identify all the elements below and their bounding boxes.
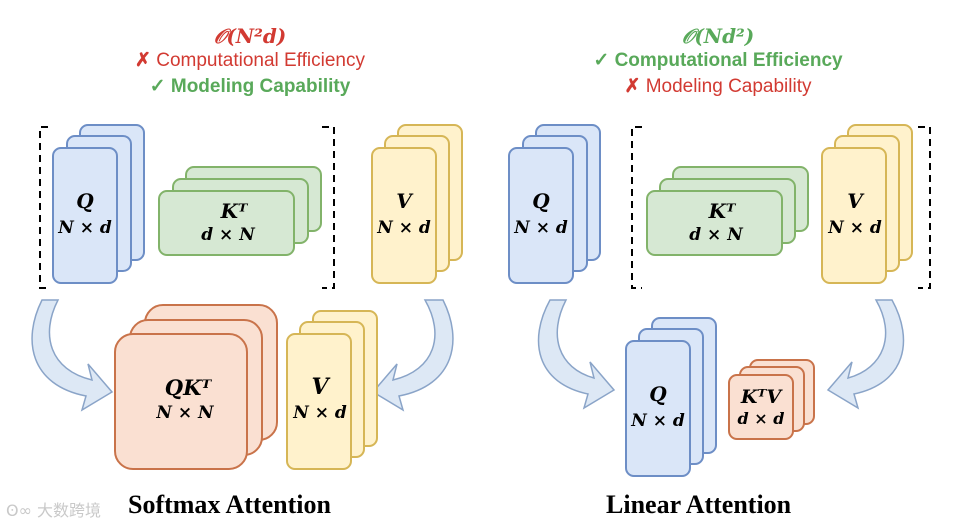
watermark-text: 大数跨境 <box>37 501 102 520</box>
blue-block <box>52 147 118 284</box>
linear-q-stack: Q N × d <box>508 124 601 284</box>
linear-k-dims: d × N <box>689 225 744 245</box>
check-icon: ✓ <box>593 50 610 71</box>
linear-bracket-left <box>631 126 642 289</box>
softmax-v-dims: N × d <box>376 218 431 238</box>
linear-q-label: Q <box>532 189 550 213</box>
check-icon: ✓ <box>149 76 166 97</box>
yellow-block <box>286 333 352 470</box>
softmax-v-out-stack: V N × d <box>286 310 378 470</box>
softmax-k-stack: Kᵀ d × N <box>158 166 322 256</box>
cross-icon: ✗ <box>135 50 151 71</box>
linear-capability-line: ✗ Modeling Capability <box>558 74 878 100</box>
softmax-k-dims: d × N <box>201 225 256 245</box>
watermark-logo: ʘ∞ 大数跨境 <box>6 497 101 521</box>
linear-kv-dims: d × d <box>738 409 785 428</box>
softmax-bracket-left <box>39 126 48 289</box>
softmax-qk-label: QKᵀ <box>165 375 213 400</box>
green-block <box>646 190 783 256</box>
softmax-v-stack: V N × d <box>371 124 463 284</box>
softmax-capability-text: Modeling Capability <box>170 76 351 97</box>
linear-bracket-right <box>918 126 931 289</box>
linear-title: Linear Attention <box>606 490 792 519</box>
linear-efficiency-text: Computational Efficiency <box>614 50 843 71</box>
linear-v-label: V <box>847 189 865 213</box>
softmax-efficiency-line: ✗ Computational Efficiency <box>90 48 410 74</box>
softmax-q-dims: N × d <box>57 218 112 238</box>
orange-block <box>114 333 248 470</box>
softmax-v-out-dims: N × d <box>292 403 347 423</box>
green-block <box>158 190 295 256</box>
softmax-bracket-right <box>322 126 335 289</box>
linear-k-stack: Kᵀ d × N <box>646 166 809 256</box>
softmax-qk-stack: QKᵀ N × N <box>114 304 278 470</box>
linear-kv-stack: KᵀV d × d <box>728 359 815 440</box>
blue-block <box>508 147 574 284</box>
linear-arrow-left <box>537 299 616 410</box>
softmax-qk-dims: N × N <box>155 403 215 423</box>
softmax-efficiency-text: Computational Efficiency <box>156 50 365 71</box>
softmax-q-stack: Q N × d <box>52 124 145 284</box>
linear-capability-text: Modeling Capability <box>645 76 812 97</box>
softmax-header: 𝒪(N²d) ✗ Computational Efficiency ✓ Mode… <box>90 24 410 100</box>
softmax-title: Softmax Attention <box>128 490 331 519</box>
linear-header: 𝒪(Nd²) ✓ Computational Efficiency ✗ Mode… <box>558 24 878 100</box>
orange-block <box>728 374 794 440</box>
yellow-block <box>821 147 887 284</box>
linear-complexity: 𝒪(Nd²) <box>681 24 755 48</box>
linear-efficiency-line: ✓ Computational Efficiency <box>558 48 878 74</box>
linear-v-stack: V N × d <box>821 124 913 284</box>
softmax-v-label: V <box>396 189 414 213</box>
watermark-icon: ʘ∞ <box>6 501 32 520</box>
softmax-capability-line: ✓ Modeling Capability <box>90 74 410 100</box>
linear-v-dims: N × d <box>827 218 882 238</box>
softmax-k-label: Kᵀ <box>220 199 249 223</box>
softmax-arrow-right <box>371 299 454 412</box>
linear-q-dims: N × d <box>513 218 568 238</box>
blue-block <box>625 340 691 477</box>
linear-arrow-right <box>826 299 905 410</box>
linear-q-out-label: Q <box>649 382 667 406</box>
linear-kv-label: KᵀV <box>740 386 783 408</box>
linear-q-out-stack: Q N × d <box>625 317 717 477</box>
softmax-complexity: 𝒪(N²d) <box>213 24 287 48</box>
cross-icon: ✗ <box>624 76 641 97</box>
softmax-v-out-label: V <box>311 374 330 400</box>
linear-q-out-dims: N × d <box>630 411 685 431</box>
softmax-q-label: Q <box>76 189 94 213</box>
yellow-block <box>371 147 437 284</box>
softmax-arrow-left <box>31 299 114 412</box>
linear-k-label: Kᵀ <box>708 199 737 223</box>
